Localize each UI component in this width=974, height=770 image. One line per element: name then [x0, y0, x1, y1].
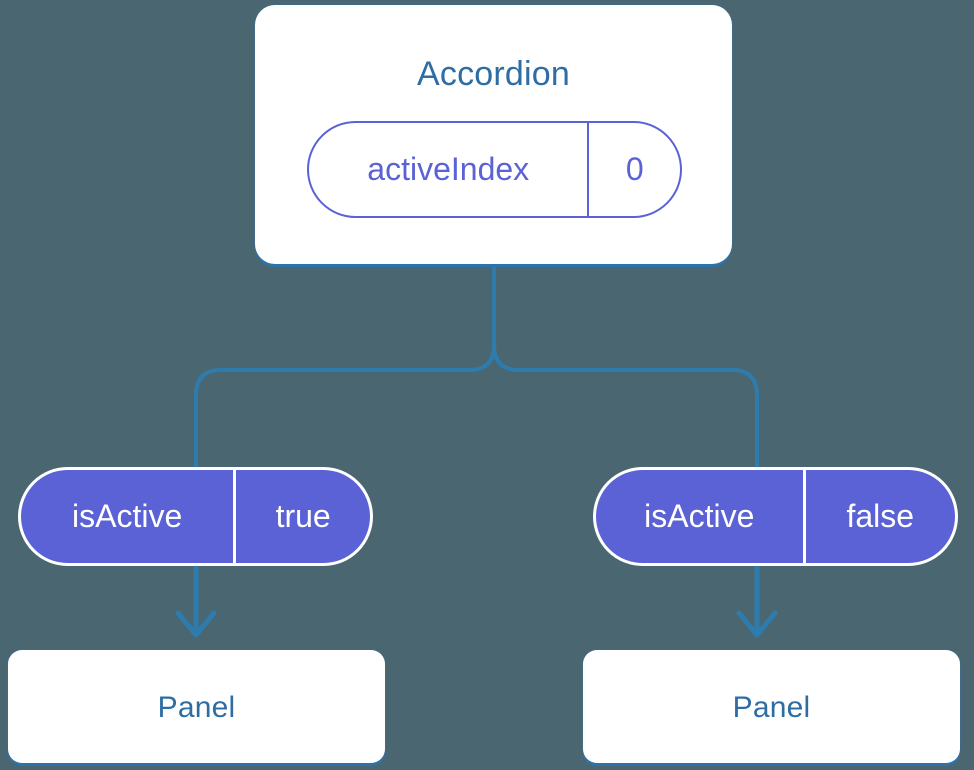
- prop-pill-is-active-left[interactable]: isActive true: [18, 467, 373, 566]
- state-pill-active-index-key: activeIndex: [367, 151, 530, 187]
- state-pill-active-index[interactable]: activeIndex 0: [307, 121, 682, 218]
- panel-component-card-right[interactable]: Panel: [583, 650, 960, 763]
- prop-pill-is-active-left-key: isActive: [72, 498, 183, 534]
- connector-branch-left: [194, 344, 496, 470]
- down-arrow-icon-left: [175, 610, 217, 638]
- prop-pill-is-active-left-value: true: [233, 470, 370, 563]
- state-pill-active-index-value: 0: [587, 123, 680, 216]
- prop-pill-is-active-right[interactable]: isActive false: [593, 467, 958, 566]
- connector-branch-right: [492, 344, 759, 470]
- prop-pill-is-active-right-value: false: [802, 470, 955, 563]
- prop-pill-is-active-right-key: isActive: [644, 498, 755, 534]
- accordion-title: Accordion: [417, 55, 570, 93]
- down-arrow-icon-right: [736, 610, 778, 638]
- panel-title-left: Panel: [157, 691, 236, 724]
- panel-component-card-left[interactable]: Panel: [8, 650, 385, 763]
- panel-title-right: Panel: [732, 691, 811, 724]
